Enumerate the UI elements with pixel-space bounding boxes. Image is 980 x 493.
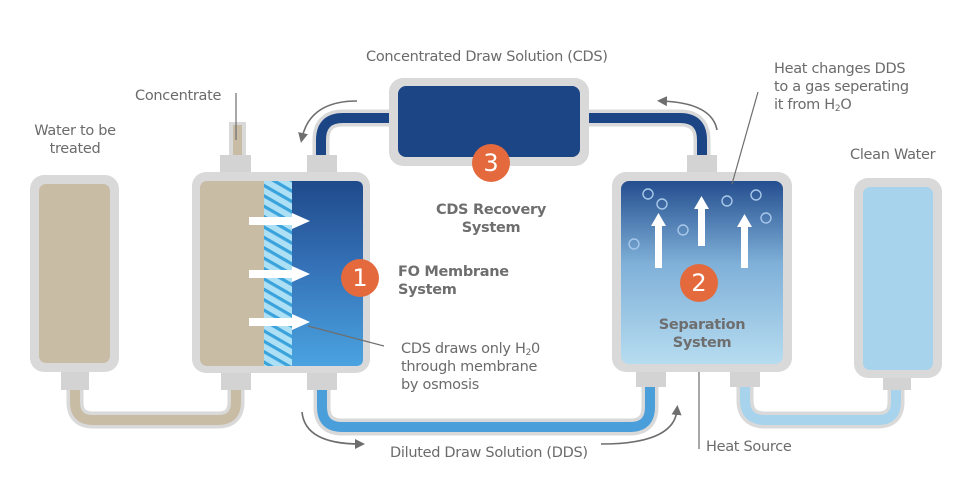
label-line: CDS draws only H20 bbox=[401, 340, 540, 358]
flow-arrow-icon bbox=[600, 405, 682, 445]
label-line: Water to be bbox=[34, 123, 116, 139]
label-line: by osmosis bbox=[401, 377, 479, 393]
label-fo-membrane-system: FO Membrane System bbox=[398, 263, 509, 299]
label-line: CDS Recovery bbox=[435, 202, 546, 218]
step-badge-2: 2 bbox=[680, 264, 718, 302]
label-line: to a gas seperating bbox=[774, 79, 909, 95]
subscript: 2 bbox=[834, 104, 841, 114]
concentrated-draw-pipe bbox=[312, 109, 711, 160]
step-badge-1: 1 bbox=[341, 259, 379, 297]
leader-line bbox=[307, 325, 385, 347]
label-concentrated-draw-solution: Concentrated Draw Solution (CDS) bbox=[366, 49, 608, 65]
leader-line bbox=[731, 91, 759, 185]
label-clean-water: Clean Water bbox=[850, 147, 936, 163]
label-line: Heat changes DDS bbox=[774, 61, 906, 77]
step-badge-3: 3 bbox=[472, 144, 510, 182]
label-text: CDS draws only H bbox=[401, 341, 526, 357]
label-text: O bbox=[840, 97, 852, 113]
osmosis-arrow-icon bbox=[249, 266, 310, 282]
vapor-up-arrow-icon bbox=[694, 196, 709, 246]
label-water-to-be-treated: Water to be treated bbox=[18, 122, 132, 158]
subscript: 2 bbox=[525, 348, 532, 358]
flow-arrow-icon bbox=[301, 411, 365, 449]
label-separation-system: Separation System bbox=[632, 316, 772, 352]
label-cds-recovery-system: CDS Recovery System bbox=[416, 201, 566, 237]
label-cds-draws-h2o: CDS draws only H20 through membrane by o… bbox=[401, 340, 540, 394]
clean-water-tank bbox=[854, 178, 942, 390]
flow-arrow-icon bbox=[657, 96, 718, 131]
label-heat-changes-dds: Heat changes DDS to a gas seperating it … bbox=[774, 60, 909, 114]
label-line: through membrane bbox=[401, 359, 538, 375]
label-diluted-draw-solution: Diluted Draw Solution (DDS) bbox=[390, 445, 588, 461]
label-line: System bbox=[672, 335, 732, 351]
label-text: it from H bbox=[774, 97, 835, 113]
label-heat-source: Heat Source bbox=[706, 439, 792, 455]
label-line: treated bbox=[49, 141, 101, 157]
label-line: Separation bbox=[658, 317, 746, 333]
diluted-draw-pipe bbox=[313, 383, 659, 436]
feed-water-tank bbox=[30, 175, 119, 390]
label-concentrate: Concentrate bbox=[135, 88, 222, 104]
gas-bubbles bbox=[628, 188, 772, 250]
cds-recovery-tank bbox=[389, 78, 589, 166]
clean-water-pipe bbox=[736, 383, 905, 429]
label-line: it from H2O bbox=[774, 96, 909, 114]
label-line: System bbox=[461, 220, 521, 236]
vapor-up-arrow-icon bbox=[737, 214, 752, 268]
label-text: 0 bbox=[531, 341, 540, 357]
fo-membrane-tank bbox=[192, 122, 370, 390]
label-line: System bbox=[398, 282, 457, 298]
osmosis-arrow-icon bbox=[249, 314, 310, 330]
flow-arrow-icon bbox=[298, 100, 358, 143]
feed-water-pipe bbox=[66, 388, 245, 429]
osmosis-arrow-icon bbox=[249, 213, 310, 229]
vapor-up-arrow-icon bbox=[651, 213, 666, 268]
label-line: FO Membrane bbox=[398, 264, 509, 280]
